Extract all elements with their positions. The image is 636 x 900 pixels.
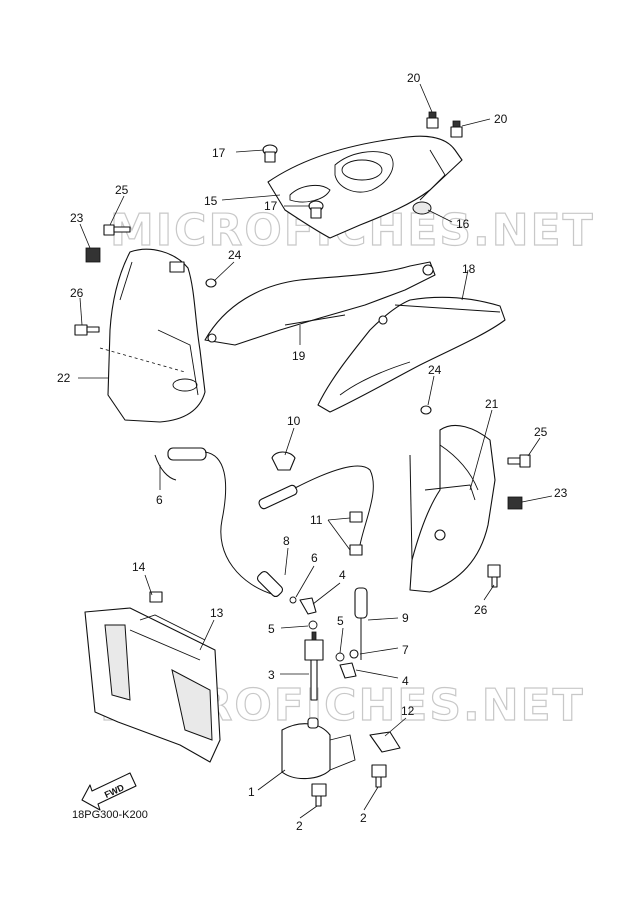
callout-20a: 20 [407, 71, 421, 85]
fuel-cock-3 [304, 631, 324, 701]
callout-6a: 6 [156, 493, 163, 507]
radiator-guard [84, 591, 221, 763]
clip-5a [308, 620, 318, 630]
callout-22: 22 [57, 371, 71, 385]
leader-lines [78, 83, 553, 819]
grommet-17a [262, 144, 278, 163]
reservoir-tank [281, 717, 356, 780]
callout-8: 8 [283, 534, 290, 548]
callout-18: 18 [462, 262, 476, 276]
callout-1: 1 [248, 785, 255, 799]
side-cover-18 [317, 296, 506, 413]
nut-23-right [507, 496, 523, 510]
callout-19: 19 [292, 349, 306, 363]
elbow-4a [299, 597, 317, 615]
bracket-12 [369, 731, 401, 753]
callout-12: 12 [401, 704, 415, 718]
callout-13: 13 [210, 606, 224, 620]
clamp-10 [271, 451, 296, 471]
callout-26a: 26 [70, 286, 84, 300]
grommet-17b [308, 200, 324, 219]
bolt-2a [311, 783, 327, 807]
screw-20b [450, 120, 463, 138]
callout-labels: 20 20 17 15 17 16 25 23 24 26 22 18 19 2… [57, 71, 568, 833]
callout-5a: 5 [268, 622, 275, 636]
callout-5b: 5 [337, 614, 344, 628]
callout-17a: 17 [212, 146, 226, 160]
callout-23b: 23 [554, 486, 568, 500]
callout-21: 21 [485, 397, 499, 411]
callout-6b: 6 [311, 551, 318, 565]
left-air-scoop [99, 248, 206, 423]
collar-24-left [205, 278, 217, 288]
callout-15: 15 [204, 194, 218, 208]
bracket-left [169, 261, 185, 273]
screw-20a [426, 111, 439, 129]
callout-3: 3 [268, 668, 275, 682]
damper-16 [412, 201, 432, 215]
callout-7: 7 [402, 643, 409, 657]
callout-24b: 24 [428, 363, 442, 377]
clip-5b [335, 652, 345, 662]
fwd-arrow-icon: FWD [81, 772, 137, 811]
callout-4a: 4 [339, 568, 346, 582]
clip-7 [349, 649, 359, 659]
diagram-code: 18PG300-K200 [72, 809, 148, 821]
callout-4b: 4 [402, 674, 409, 688]
clips-11 [349, 511, 363, 556]
callout-16: 16 [456, 217, 470, 231]
callout-10: 10 [287, 414, 301, 428]
callout-23a: 23 [70, 211, 84, 225]
callout-20b: 20 [494, 112, 508, 126]
bolt-26-left [74, 324, 100, 336]
callout-2b: 2 [360, 811, 367, 825]
nut-23-left [85, 247, 101, 263]
callout-26b: 26 [474, 603, 488, 617]
side-cover-19 [204, 261, 436, 346]
callout-24a: 24 [228, 248, 242, 262]
callout-11: 11 [310, 513, 323, 527]
hose-group [154, 447, 413, 660]
callout-25a: 25 [115, 183, 129, 197]
callout-25b: 25 [534, 425, 548, 439]
callout-9: 9 [402, 611, 409, 625]
bolt-25-right [507, 454, 531, 468]
callout-14: 14 [132, 560, 146, 574]
callout-17b: 17 [264, 199, 278, 213]
bolt-25-left [103, 224, 131, 236]
elbow-4b [339, 662, 357, 679]
bolt-26-right [487, 564, 501, 588]
collar-24-right [420, 405, 432, 415]
bolt-2b [371, 764, 387, 788]
clip-6b [289, 596, 297, 604]
callout-2a: 2 [296, 819, 303, 833]
right-air-scoop [409, 425, 496, 593]
